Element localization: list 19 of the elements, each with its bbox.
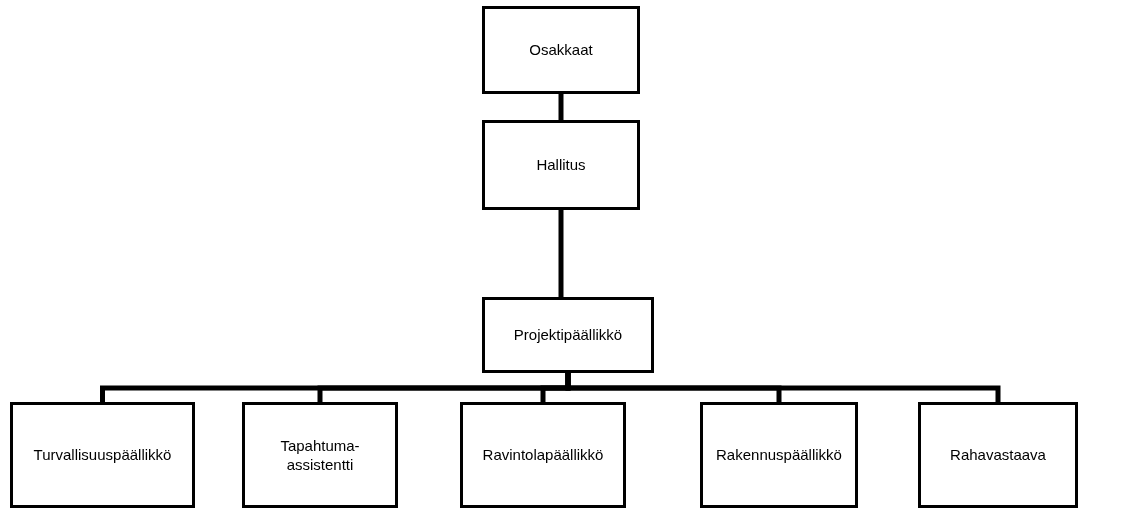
connector-line <box>558 94 564 120</box>
role-label: Projektipäällikkö <box>513 325 623 345</box>
org-box <box>242 402 398 508</box>
org-box <box>482 120 640 210</box>
org-box <box>460 402 626 508</box>
connector-line <box>558 210 564 297</box>
role-label: Osakkaat <box>529 40 593 60</box>
connector-line <box>565 373 1001 402</box>
role-label: Turvallisuuspäällikkö <box>33 445 172 465</box>
org-box <box>10 402 195 508</box>
org-box <box>482 6 640 94</box>
role-label: Tapahtuma- assistentti <box>279 435 361 475</box>
org-box <box>918 402 1078 508</box>
role-label: Hallitus <box>536 155 586 175</box>
role-label: Ravintolapäällikkö <box>482 445 604 465</box>
role-label: Rahavastaava <box>950 445 1046 465</box>
org-box <box>700 402 858 508</box>
role-label: Rakennuspäällikkö <box>716 445 842 465</box>
org-box <box>482 297 654 373</box>
